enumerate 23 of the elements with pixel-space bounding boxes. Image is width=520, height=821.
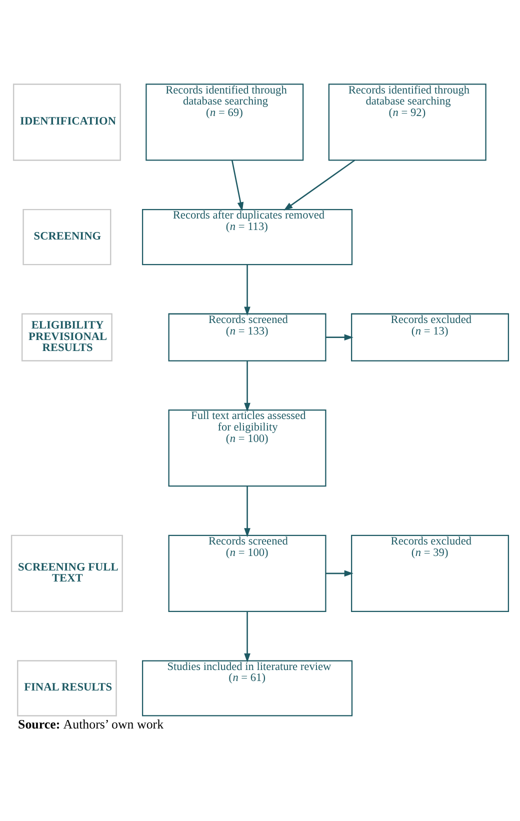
node-box: SCREENING [22, 208, 112, 266]
node-box: Records identified through database searching (n = 69) [146, 84, 304, 161]
node-box: ELIGIBILITY PREVISIONAL RESULTS [21, 313, 112, 362]
arrow [244, 486, 250, 538]
node-box: IDENTIFICATION [12, 84, 121, 161]
arrow [326, 334, 354, 340]
arrow [231, 160, 244, 212]
node-box: Records excluded (n = 39) [351, 534, 509, 612]
node-box: Records screened (n = 100) [168, 534, 326, 612]
caption: Source: Authors’ own work [18, 716, 164, 732]
arrow [244, 264, 250, 316]
node-box: Records screened (n = 133) [168, 313, 326, 362]
arrow [326, 570, 354, 577]
arrow [244, 361, 250, 412]
node-box: Full text articles assessed for eligibility (n = 100) [168, 410, 326, 487]
arrow [284, 160, 356, 211]
node-box: Records after duplicates removed (n = 113) [142, 209, 353, 266]
node-box: FINAL RESULTS [17, 660, 117, 716]
arrow [244, 612, 250, 662]
node-box: Studies included in literature review (n = 61) [142, 660, 353, 716]
node-box: Records identified through database searching (n = 92) [328, 84, 486, 161]
node-box: Records excluded (n = 13) [351, 313, 509, 362]
node-box: SCREENING FULL TEXT [10, 534, 123, 612]
